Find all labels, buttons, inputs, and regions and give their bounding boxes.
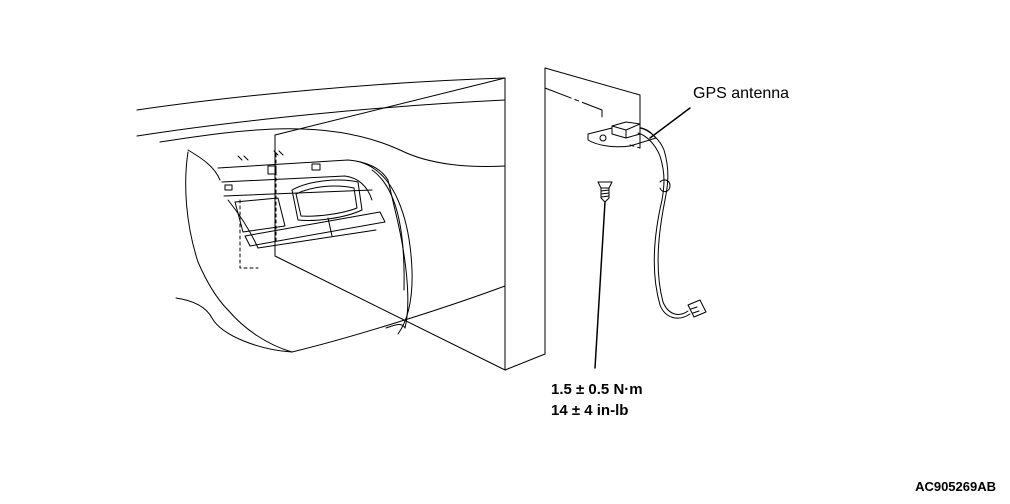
torque-imperial: 14 ± 4 in-lb — [551, 402, 629, 419]
connector-icon — [687, 299, 707, 318]
gps-antenna-icon — [587, 107, 691, 319]
torque-metric: 1.5 ± 0.5 N·m — [551, 381, 643, 398]
gps-antenna-label: GPS antenna — [693, 85, 790, 102]
detail-panels — [274, 67, 641, 371]
screw-icon — [594, 181, 613, 369]
glove-box-area — [217, 150, 413, 335]
dashboard-outline — [136, 77, 506, 353]
figure-code: AC905269AB — [915, 479, 996, 494]
torque-spec: 1.5 ± 0.5 N·m 14 ± 4 in-lb — [551, 379, 643, 421]
